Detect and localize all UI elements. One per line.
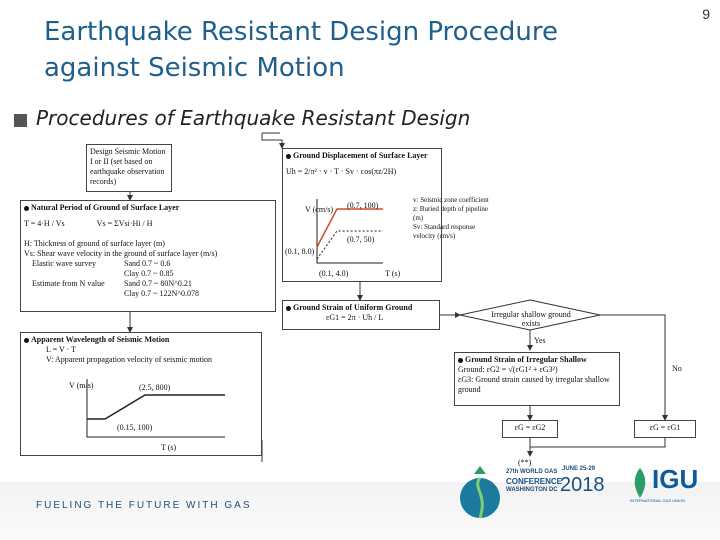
yes-label: Yes (534, 336, 546, 345)
irregular-title: Ground Strain of Irregular Shallow (465, 355, 587, 364)
wl-ylabel: V (m/s) (69, 381, 94, 390)
wgc-year: 2018 (560, 474, 605, 496)
eg-yes-box: εG = εG2 (502, 420, 558, 438)
uniform-formula: εG1 = 2π · Uh / L (326, 313, 384, 322)
gd-graph (316, 199, 383, 264)
no-label: No (672, 364, 682, 373)
uniform-title: Ground Strain of Uniform Ground (293, 303, 413, 312)
gd-xlabel: T (s) (385, 269, 401, 278)
gd-p4: (0.1, 4.0) (319, 269, 349, 278)
star-note: (**) (518, 458, 532, 467)
gd-ylabel: V (cm/s) (305, 205, 334, 214)
wgc-globe-icon (460, 466, 500, 519)
wgc-line2: CONFERENCE (506, 477, 563, 486)
eg-no-text: εG = εG1 (649, 423, 681, 432)
natural-period-box: Natural Period of Ground of Surface Laye… (20, 200, 276, 312)
gd-formula: Uh = 2/π² · v · T · Sv · cos(πz/2H) (286, 167, 397, 176)
irregular-question: Irregular shallow ground exists (491, 310, 571, 328)
apparent-wavelength-box: Apparent Wavelength of Seismic Motion L … (20, 332, 262, 456)
np-clay1: Clay 0.7 ~ 0.85 (124, 269, 174, 278)
irregular-strain-box: Ground Strain of Irregular Shallow Groun… (454, 352, 620, 406)
flow-connectors (127, 132, 668, 462)
bullet-dot-icon (286, 153, 291, 159)
irregular-formula: Ground: εG2 = √(εG1² + εG3²) (458, 365, 558, 374)
slide-title-line2: against Seismic Motion (44, 53, 345, 83)
wl-point1: (2.5, 800) (139, 383, 171, 392)
bullet-dot-icon (458, 357, 463, 363)
np-estimate-label: Estimate from N value (32, 279, 105, 288)
eg-yes-text: εG = εG2 (514, 423, 546, 432)
igu-flame-icon (634, 468, 646, 498)
gd-p1: (0.7, 100) (347, 201, 379, 210)
gd-p3: (0.1, 8.0) (285, 247, 315, 256)
wavelength-note: V: Apparent propagation velocity of seis… (46, 355, 213, 364)
gd-legend-sv: Sv: Standard response velocity (cm/s) (413, 223, 476, 240)
slide-subtitle: Procedures of Earthquake Resistant Desig… (36, 106, 471, 130)
page-number: 9 (702, 6, 710, 22)
gd-legend-v: v: Seismic zone coefficient (413, 196, 489, 204)
wl-point2: (0.15, 100) (117, 423, 153, 432)
igu-sub: INTERNATIONAL GAS UNION (630, 498, 686, 503)
np-clay2: Clay 0.7 ~ 122N^0.078 (124, 289, 199, 298)
np-elastic-label: Elastic wave survey (32, 259, 96, 268)
wgc-conference-logo: 27th WORLD GAS CONFERENCE WASHINGTON DC … (458, 462, 608, 524)
uniform-strain-box: Ground Strain of Uniform Ground εG1 = 2π… (282, 300, 440, 330)
irregular-note: εG3: Ground strain caused by irregular s… (458, 375, 610, 394)
bullet-dot-icon (24, 205, 29, 211)
igu-name: IGU (652, 464, 699, 494)
bullet-dot-icon (24, 337, 29, 343)
wl-xlabel: T (s) (161, 443, 177, 452)
slide-title: Earthquake Resistant Design Procedure ag… (44, 14, 644, 86)
np-sand1: Sand 0.7 ~ 0.6 (124, 259, 171, 268)
wgc-line3: WASHINGTON DC (506, 487, 558, 493)
natural-period-formula-t: T = 4·H / Vs (24, 219, 65, 228)
footer-tagline: FUELING THE FUTURE WITH GAS (36, 500, 252, 511)
np-note-h: H: Thickness of ground of surface layer … (24, 239, 165, 248)
np-sand2: Sand 0.7 ~ 80N^0.21 (124, 279, 192, 288)
wavelength-graph (86, 379, 225, 438)
gd-legend-z: z: Buried depth of pipeline (m) (413, 205, 489, 222)
natural-period-title: Natural Period of Ground of Surface Laye… (31, 203, 180, 212)
design-seismic-motion-box: Design Seismic Motion I or II (set based… (86, 144, 172, 192)
bullet-dot-icon (286, 305, 291, 311)
square-bullet-icon (14, 114, 27, 127)
gd-legend: v: Seismic zone coefficient z: Buried de… (410, 194, 498, 268)
natural-period-formula-vs: Vs = ΣVsi·Hi / H (96, 219, 153, 228)
gd-p2: (0.7, 50) (347, 235, 375, 244)
design-motion-text: Design Seismic Motion I or II (set based… (90, 147, 166, 186)
wgc-dates: JUNE 25-29 (562, 466, 596, 472)
np-note-vs: Vs: Shear wave velocity in the ground of… (24, 249, 218, 258)
igu-logo: IGU INTERNATIONAL GAS UNION (628, 462, 708, 524)
wgc-line1: 27th WORLD GAS (506, 469, 558, 475)
ground-displacement-box: Ground Displacement of Surface Layer Uh … (282, 148, 442, 282)
gd-title: Ground Displacement of Surface Layer (293, 151, 428, 160)
slide-title-line1: Earthquake Resistant Design Procedure (44, 17, 558, 47)
wavelength-title: Apparent Wavelength of Seismic Motion (31, 335, 170, 344)
wavelength-formula: L = V · T (46, 345, 76, 354)
eg-no-box: εG = εG1 (634, 420, 696, 438)
footer-band (0, 482, 720, 540)
